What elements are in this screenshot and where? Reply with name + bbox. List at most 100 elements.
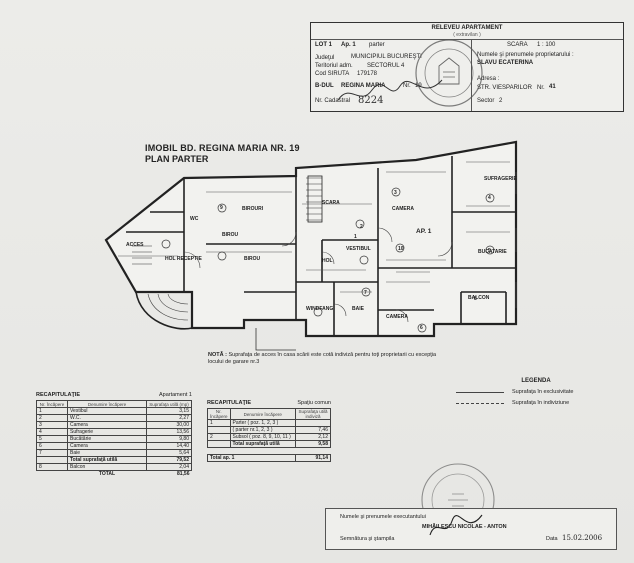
cell: 3	[36, 421, 68, 429]
cell: 81,56	[176, 471, 190, 477]
cell: 4	[36, 428, 68, 436]
recap-apartment-table: RECAPITULAŢIE Apartament 1 Nr. Încăpere …	[36, 392, 192, 477]
cell: 6	[36, 442, 68, 450]
plan-subtitle: PLAN PARTER	[145, 154, 209, 164]
legend-item-exclusive: Suprafaţa în exclusivitate	[456, 389, 616, 395]
legend-label: Suprafaţa în exclusivitate	[512, 389, 574, 395]
table-row: TOTAL 81,56	[37, 471, 192, 478]
room-number-4: 4	[488, 195, 491, 201]
official-stamp-top	[415, 39, 483, 107]
cell: Camera	[67, 442, 147, 450]
cell: 9,80	[146, 435, 192, 443]
recap2-space-label: Spaţiu comun	[297, 400, 331, 406]
owner-value: SLAVU ECATERINA	[477, 60, 534, 66]
cell: 5,64	[146, 449, 192, 457]
apartment-label: AP. 1	[416, 228, 432, 235]
cell	[207, 426, 231, 434]
scale-label: SCARA	[507, 42, 528, 48]
cell	[207, 440, 231, 448]
teritoriu-value: SECTORUL 4	[367, 63, 405, 69]
room-label-hol-receptie: HOL RECEPTIE	[165, 256, 202, 262]
recap1-header-name: Denumire încăpere	[67, 400, 147, 408]
cadastral-value: 8224	[358, 95, 384, 106]
cell: 8	[36, 463, 68, 471]
cell: 7	[36, 449, 68, 457]
ap-label: Ap. 1	[341, 42, 356, 48]
room-label-birouri: BIROURI	[242, 206, 264, 212]
cell: 2	[207, 433, 231, 441]
room-label-baie: BAIE	[352, 306, 364, 312]
executant-name: MIHĂILESCU NICOLAE - ANTON	[422, 524, 507, 530]
table-row: ( parter nr.1, 2, 3 )7,46	[207, 426, 331, 434]
cell: Baie	[67, 449, 147, 457]
cell: TOTAL	[98, 471, 116, 477]
plan-note: NOTĂ : Suprafaţa de acces în casa scării…	[208, 352, 438, 366]
cell: Sufragerie	[67, 428, 147, 436]
cell: 2,27	[146, 414, 192, 422]
date-value: 15.02.2006	[562, 534, 603, 542]
cell: 79,52	[146, 456, 192, 464]
room-number-9: 9	[220, 205, 223, 211]
room-label-wc: WC	[190, 216, 199, 222]
cell	[295, 419, 331, 427]
siruta-value: 179178	[357, 71, 378, 77]
cell: 1	[36, 407, 68, 415]
legend-item-shared: Suprafaţa în indiviziune	[456, 400, 616, 406]
note-text: Suprafaţa de acces în casa scării este c…	[208, 352, 437, 365]
street-value: REGINA MARIA	[341, 83, 386, 89]
cell: 1	[207, 419, 231, 427]
judet-label: Judeţul	[315, 55, 335, 61]
address-label: Adresa :	[477, 76, 500, 82]
room-number-2: 2	[360, 224, 363, 230]
room-label-scara: SCARA	[322, 200, 340, 206]
cell: Camera	[67, 421, 147, 429]
room-number-3: 3	[394, 190, 397, 196]
cadastral-label: Nr. Cadastral	[315, 98, 351, 104]
room-number-7: 7	[364, 290, 367, 296]
recap2-header-area: Suprafaţa utilă indiviză	[295, 408, 331, 420]
cell: 9,58	[295, 440, 331, 448]
cell: Subsol ( poz. 8, 9, 10, 11 )	[229, 433, 296, 441]
sign-label: Semnătura şi ştampila	[340, 536, 395, 542]
recap1-header-area: Suprafaţa utilă (mp)	[146, 400, 192, 408]
cell: 2,12	[295, 433, 331, 441]
cell: 3,15	[146, 407, 192, 415]
cell: Total suprafaţă utilă	[229, 440, 296, 448]
recap2-title: RECAPITULAŢIE	[207, 400, 251, 406]
cell: Balcon	[67, 463, 147, 471]
address-street: STR. VIESPARILOR	[477, 85, 532, 91]
cell: Bucătărie	[67, 435, 147, 443]
room-number-10: 10	[398, 246, 404, 252]
title-block: RELEVEU APARTAMENT ( extravilan ) LOT 1 …	[310, 22, 624, 112]
note-prefix: NOTĂ :	[208, 352, 227, 358]
room-number-5: 5	[488, 248, 491, 254]
date-label: Data	[546, 536, 558, 542]
recap2-header-nr: Nr. Încăpere	[207, 408, 231, 420]
room-label-camera-b: CAMERA	[386, 314, 408, 320]
room-label-windfang: WINDFANG	[306, 306, 334, 312]
owner-label: Numele şi prenumele proprietarului :	[477, 52, 574, 58]
recap-common-table: RECAPITULAŢIE Spaţiu comun Nr. Încăpere …	[207, 400, 331, 462]
cell: 14,40	[146, 442, 192, 450]
cell: 5	[36, 435, 68, 443]
cell: Total suprafaţă utilă	[67, 456, 147, 464]
recap1-header-nr: Nr. Încăpere	[36, 400, 68, 408]
recap2-total-value: 91,14	[295, 454, 331, 462]
title-block-subtitle: ( extravilan )	[453, 32, 481, 38]
room-label-birou-a: BIROU	[222, 232, 239, 238]
room-label-birou-b: BIROU	[244, 256, 261, 262]
recap2-table: Nr. Încăpere Denumire încăpere Suprafaţa…	[207, 408, 331, 448]
cell: 2,04	[146, 463, 192, 471]
legend: LEGENDA Suprafaţa în exclusivitate Supra…	[456, 378, 616, 406]
room-label-hol: HOL	[322, 258, 333, 264]
cell: 13,56	[146, 428, 192, 436]
